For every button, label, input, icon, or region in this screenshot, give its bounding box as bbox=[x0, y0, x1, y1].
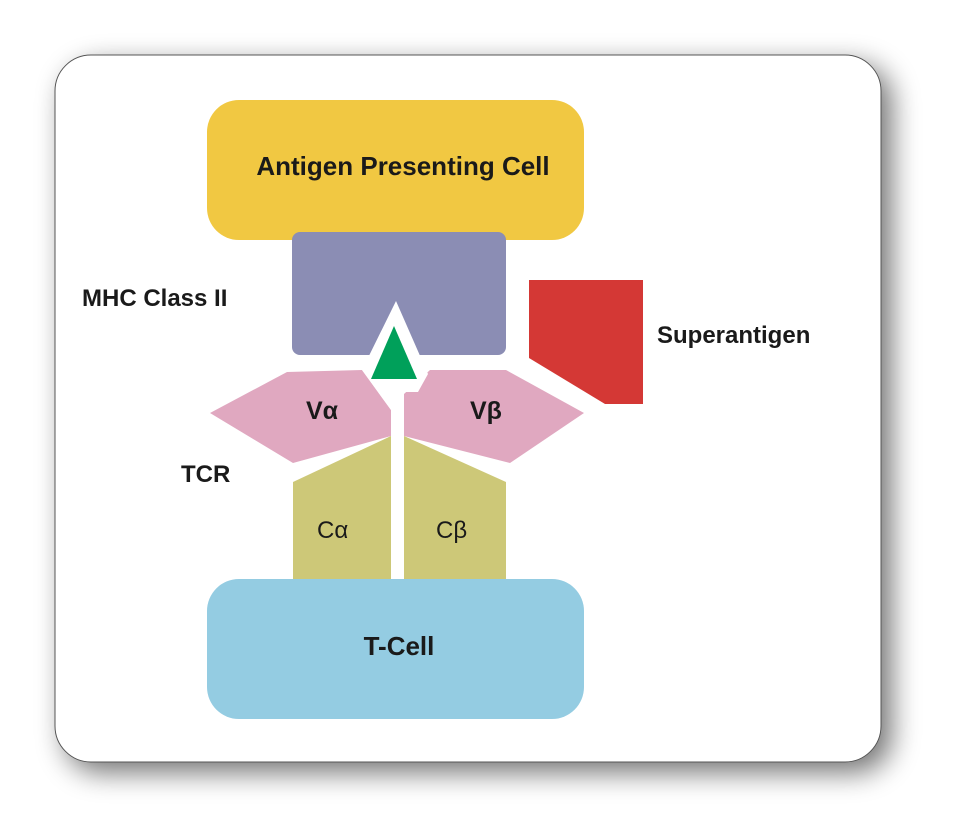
v-alpha-shape bbox=[210, 370, 391, 463]
superantigen-shape bbox=[529, 280, 643, 404]
tcell-label: T-Cell bbox=[364, 631, 435, 661]
c-alpha-shape bbox=[293, 436, 391, 581]
c-alpha-label: Cα bbox=[317, 517, 348, 544]
c-beta-label: Cβ bbox=[436, 517, 467, 544]
v-beta-shape bbox=[404, 370, 584, 463]
superantigen-label: Superantigen bbox=[657, 322, 810, 349]
antigen-triangle bbox=[371, 326, 417, 379]
c-beta-shape bbox=[404, 436, 506, 581]
mhc-shape bbox=[292, 232, 506, 355]
apc-label: Antigen Presenting Cell bbox=[256, 151, 549, 181]
apc-shape bbox=[207, 100, 584, 240]
v-alpha-label: Vα bbox=[306, 397, 339, 425]
mhc-label: MHC Class II bbox=[82, 285, 227, 312]
v-beta-label: Vβ bbox=[470, 397, 502, 425]
tcell-shape bbox=[207, 579, 584, 719]
tcr-label: TCR bbox=[181, 461, 230, 488]
